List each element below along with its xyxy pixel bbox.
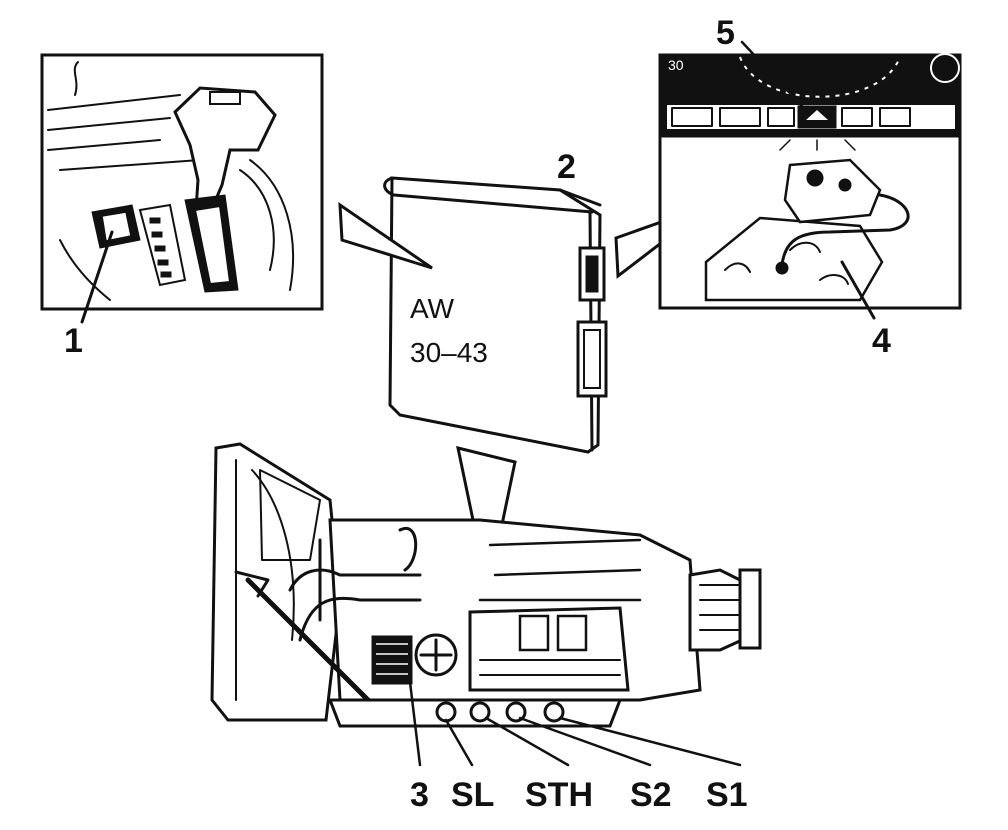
lamp-rays — [779, 139, 856, 151]
valve-body-lines — [479, 659, 621, 676]
solenoid-plug-sl — [435, 701, 457, 723]
oil-filter-cross-icon — [419, 638, 453, 672]
shift-knob-button — [209, 91, 241, 105]
solenoid-block-b — [556, 614, 588, 652]
bell-housing-lines — [235, 459, 295, 701]
bell-housing — [210, 442, 342, 722]
cooler-pipes — [288, 568, 422, 642]
leader-line-4 — [840, 260, 876, 320]
dipstick-tube — [245, 577, 383, 715]
callout-2: 2 — [557, 148, 576, 186]
case-ribs — [478, 538, 642, 602]
console-curve-left — [59, 239, 111, 301]
callout-sl: SL — [451, 776, 494, 814]
leader-line-5 — [740, 40, 804, 108]
bell-housing-window — [259, 469, 321, 561]
control-unit-top-edge — [383, 176, 602, 214]
extension-housing — [688, 568, 744, 652]
inset-dashboard: 30 — [658, 53, 962, 310]
output-flange — [738, 568, 762, 650]
gear-indicator-marks — [149, 217, 172, 278]
temperature-sensor — [371, 635, 413, 685]
solenoid-plug-s1 — [543, 701, 565, 723]
socket-terminal-b — [838, 178, 852, 192]
sensor-hatching — [376, 643, 408, 675]
inset-gear-selector — [40, 53, 324, 311]
warning-lamp-cells — [671, 107, 911, 127]
shift-knob — [173, 86, 277, 227]
socket-terminal-a — [806, 169, 824, 187]
console-lines — [47, 94, 201, 171]
extension-rings — [699, 584, 739, 631]
solenoid-plug-s2 — [505, 701, 527, 723]
transmission — [210, 442, 762, 728]
engine-details — [724, 241, 849, 285]
bottom-leader-lines — [408, 680, 742, 767]
jumper-lead — [780, 193, 910, 267]
callout-1: 1 — [64, 322, 83, 360]
callout-s2: S2 — [630, 776, 672, 814]
connector-upper-pins — [585, 255, 599, 293]
control-unit-label-line1: AW — [410, 293, 455, 324]
engine-block — [704, 216, 884, 302]
control-unit: AW 30–43 — [383, 176, 608, 454]
callout-s1: S1 — [706, 776, 748, 814]
gauge-small — [930, 53, 960, 83]
callout-4: 4 — [872, 322, 891, 360]
callout-3: 3 — [410, 776, 429, 814]
solenoid-block-a — [518, 614, 550, 652]
gear-indicator-strip — [138, 203, 187, 287]
shift-up-arrow-icon — [806, 110, 828, 120]
leader-line-1 — [80, 230, 114, 324]
console-edge — [73, 61, 79, 96]
solenoid-plug-sth — [469, 701, 491, 723]
console-curves — [239, 159, 294, 291]
connector-lower-pins — [583, 329, 601, 389]
gauge-scale-mark: 30 — [668, 57, 684, 73]
program-switch-face — [101, 211, 132, 242]
pointer-wedge-left — [338, 202, 433, 270]
dipstick-bracket — [234, 570, 270, 598]
gauge-arc — [739, 56, 901, 98]
jumper-lead-plug — [775, 261, 789, 275]
callout-5: 5 — [716, 14, 735, 52]
control-unit-label-line2: 30–43 — [410, 337, 488, 368]
callout-sth: STH — [525, 776, 593, 814]
pipe-details — [318, 526, 418, 622]
shift-gate-slot — [193, 204, 232, 286]
